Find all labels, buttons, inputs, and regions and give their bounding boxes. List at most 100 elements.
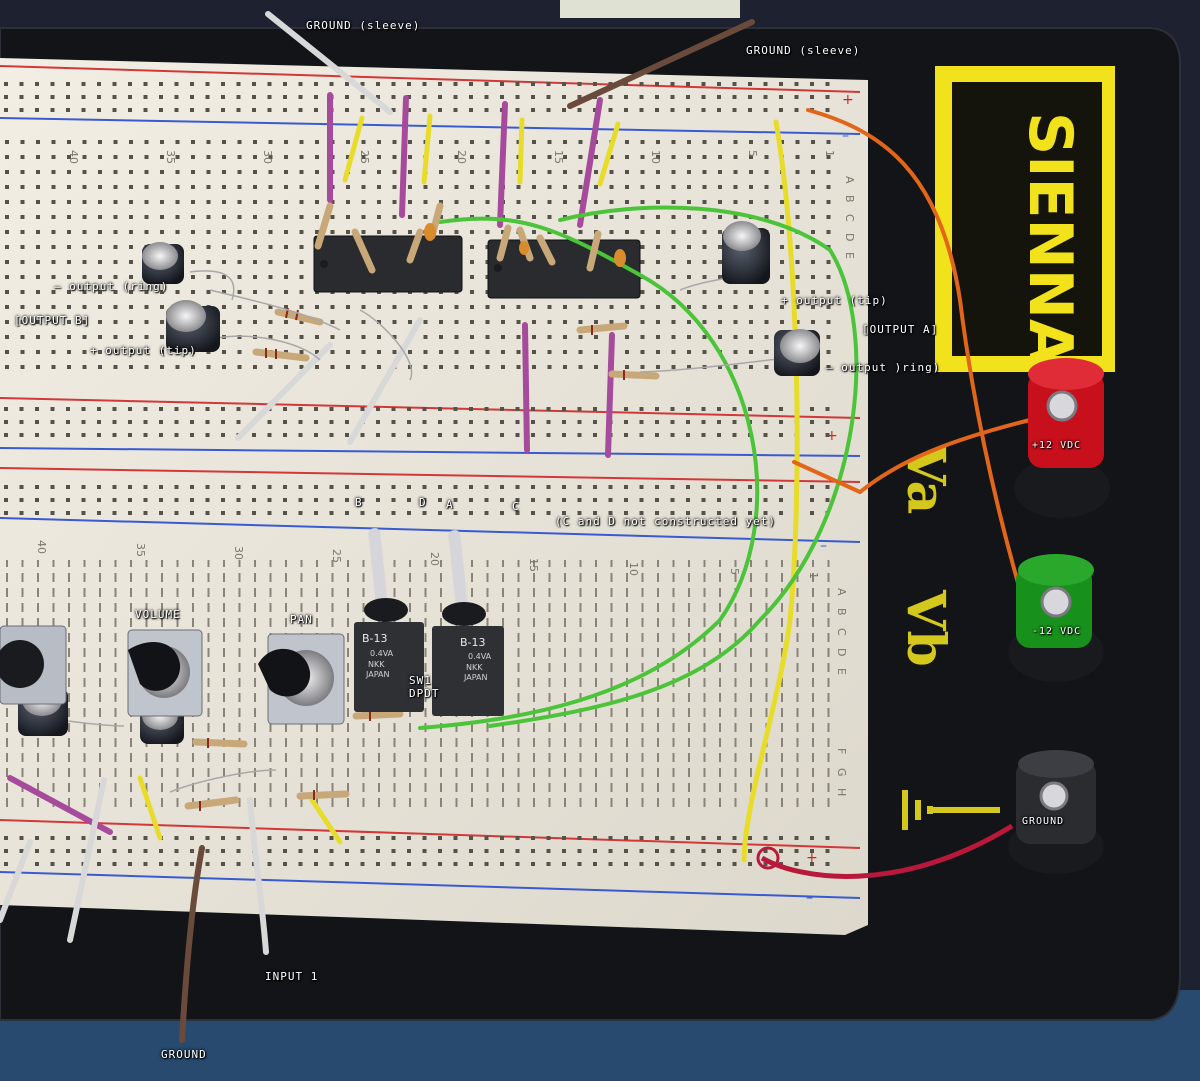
row-letter: B bbox=[835, 608, 848, 616]
row-letter: H bbox=[835, 788, 848, 796]
row-letter: E bbox=[843, 252, 856, 259]
ground-sleeve-label-2: GROUND (sleeve) bbox=[746, 44, 861, 57]
row-letter: G bbox=[835, 768, 848, 777]
col-number: 5 bbox=[728, 568, 741, 575]
middle-power-rail bbox=[0, 397, 861, 543]
row-letter: B bbox=[843, 195, 856, 203]
input-1-label: INPUT 1 bbox=[265, 970, 319, 983]
va-label: Va bbox=[895, 444, 956, 514]
switch-d-label: D bbox=[419, 496, 427, 509]
capacitor bbox=[774, 329, 820, 376]
col-number: 1 bbox=[823, 150, 836, 157]
row-letter: D bbox=[843, 233, 856, 241]
minus-output-ring-label-right: – output )ring) bbox=[826, 361, 941, 374]
potentiometers bbox=[0, 625, 345, 725]
row-letter: C bbox=[835, 628, 848, 636]
column-numbers-top: 40 35 30 25 20 15 10 5 1 bbox=[67, 150, 836, 164]
rail-polarity-marks: + + + bbox=[806, 92, 854, 866]
sw1-label: SW1 bbox=[409, 674, 432, 687]
switch-maker-text: NKK bbox=[368, 660, 385, 669]
model-number: BB-9433 bbox=[946, 104, 1004, 318]
col-number: 30 bbox=[232, 546, 245, 560]
binding-post-ground[interactable] bbox=[1008, 750, 1104, 874]
capacitor bbox=[722, 221, 770, 284]
brand-plaque: SIENNA BB-9433 bbox=[935, 66, 1115, 372]
vb-label: Vb bbox=[895, 589, 956, 667]
row-letter: A bbox=[835, 588, 848, 596]
column-numbers-bottom: 40 35 30 25 20 15 10 5 1 bbox=[35, 540, 820, 579]
pan-pot bbox=[258, 633, 345, 725]
top-box bbox=[560, 0, 740, 18]
col-number: 15 bbox=[552, 150, 565, 164]
svg-text:+: + bbox=[806, 850, 818, 866]
svg-text:+: + bbox=[842, 92, 854, 108]
ground-symbol bbox=[902, 790, 1000, 830]
capacitor bbox=[166, 300, 220, 352]
output-a-label: [OUTPUT A] bbox=[862, 323, 939, 336]
capacitor bbox=[142, 242, 184, 284]
pan-label: PAN bbox=[290, 613, 313, 626]
svg-text:–: – bbox=[820, 538, 827, 554]
bottom-power-rail bbox=[0, 819, 861, 899]
output-b-label: [OUTPUT B] bbox=[14, 314, 91, 327]
switch-rating-text: 0.4VA bbox=[468, 652, 492, 661]
col-number: 5 bbox=[746, 150, 759, 157]
col-number: 35 bbox=[164, 150, 177, 164]
capacitors bbox=[18, 221, 820, 744]
switch-model-text: B-13 bbox=[460, 636, 486, 649]
rail-polarity-marks-neg: – – – bbox=[806, 128, 849, 906]
plus-12vdc-label: +12 VDC bbox=[1032, 440, 1082, 451]
col-number: 10 bbox=[649, 150, 662, 164]
plus-output-tip-label-left: + output (tip) bbox=[90, 344, 197, 357]
brand-name: SIENNA bbox=[1015, 112, 1085, 366]
ground-bottom-label: GROUND bbox=[161, 1048, 207, 1061]
red-wire-loop bbox=[756, 846, 780, 870]
orange-wires bbox=[792, 108, 1032, 592]
row-letters: A B C D E A B C D E F G H bbox=[835, 176, 856, 796]
binding-post-minus12[interactable] bbox=[1008, 554, 1104, 682]
toggle-switch-a: B-13 0.4VA NKK JAPAN bbox=[432, 530, 504, 716]
col-number: 30 bbox=[261, 150, 274, 164]
col-number: 35 bbox=[134, 543, 147, 557]
green-wires bbox=[418, 205, 859, 730]
volume-pot bbox=[127, 629, 203, 717]
minus-output-ring-label-left: – output (ring) bbox=[54, 280, 169, 293]
binding-post-plus12[interactable] bbox=[1014, 358, 1110, 518]
red-wire bbox=[760, 823, 1014, 879]
ground-post-label: GROUND bbox=[1022, 816, 1065, 827]
switch-a-label: A bbox=[446, 498, 454, 511]
svg-text:–: – bbox=[806, 890, 813, 906]
dpdt-label: DPDT bbox=[409, 687, 440, 700]
toggle-switch-b: B-13 0.4VA NKK JAPAN bbox=[354, 528, 424, 712]
switch-c-label: C bbox=[512, 500, 520, 513]
svg-text:+: + bbox=[826, 428, 838, 444]
row-letter: C bbox=[843, 214, 856, 222]
row-letter: F bbox=[835, 748, 848, 754]
col-number: 10 bbox=[627, 562, 640, 576]
switch-maker-text: NKK bbox=[466, 663, 483, 672]
svg-text:–: – bbox=[842, 128, 849, 144]
col-number: 40 bbox=[35, 540, 48, 554]
col-number: 1 bbox=[807, 572, 820, 579]
switch-origin-text: JAPAN bbox=[365, 670, 389, 679]
col-number: 25 bbox=[330, 549, 343, 563]
col-number: 25 bbox=[358, 150, 371, 164]
ic-chip-left bbox=[313, 235, 463, 293]
switch-origin-text: JAPAN bbox=[463, 673, 487, 682]
switch-b-label: B bbox=[355, 496, 363, 509]
potentiometer-left bbox=[0, 625, 67, 705]
ic-chip-right bbox=[487, 239, 641, 299]
switch-model-text: B-13 bbox=[362, 632, 388, 645]
resistors bbox=[184, 202, 660, 811]
col-number: 15 bbox=[527, 558, 540, 572]
minus-12vdc-label: -12 VDC bbox=[1032, 626, 1082, 637]
purple-jumpers bbox=[7, 92, 615, 835]
row-letter: A bbox=[843, 176, 856, 184]
row-letter: D bbox=[835, 648, 848, 656]
white-jumpers bbox=[0, 11, 423, 955]
volume-label: VOLUME bbox=[135, 608, 181, 621]
top-power-rail bbox=[0, 65, 861, 135]
not-constructed-label: (C and D not constructed yet) bbox=[555, 515, 777, 528]
col-number: 20 bbox=[455, 150, 468, 164]
